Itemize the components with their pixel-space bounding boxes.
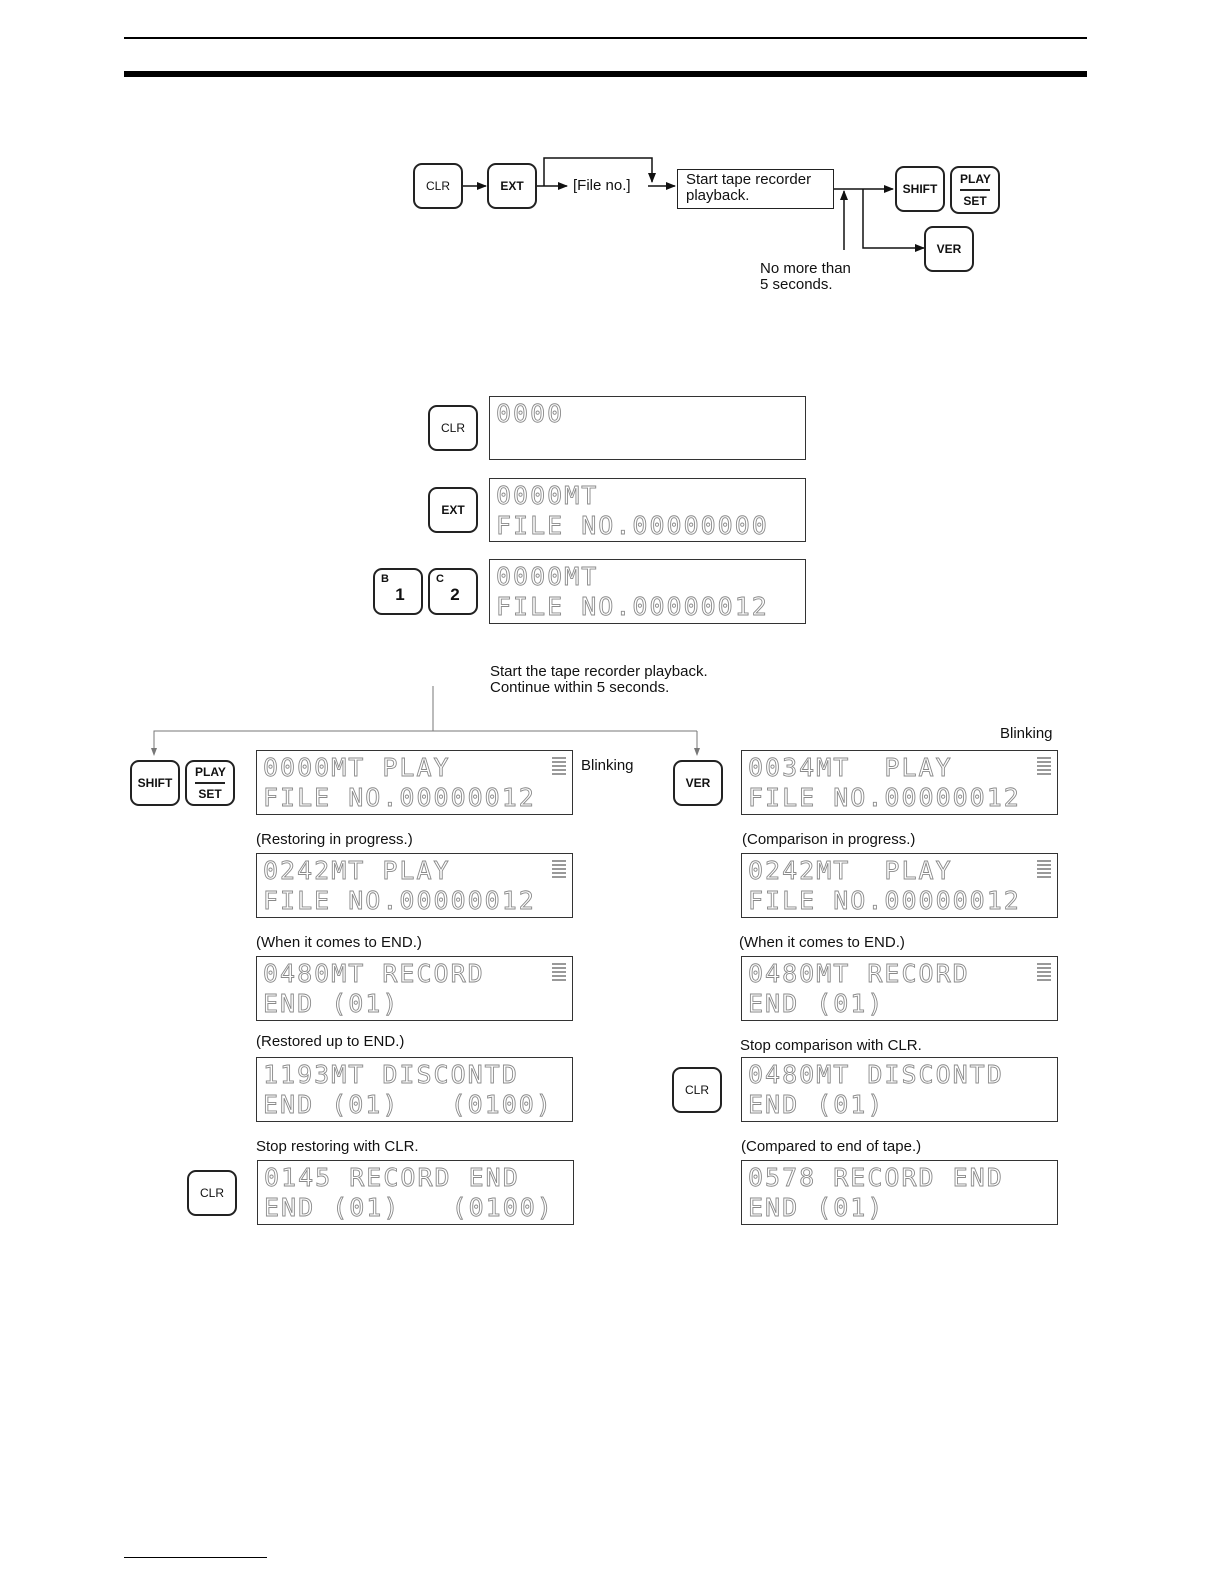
- left-lcd-2: 0242MT PLAY FILE NO.00000012: [256, 853, 573, 918]
- blinking-cursor-icon: [552, 860, 566, 880]
- left-lcd-1: 0000MT PLAY FILE NO.00000012: [256, 750, 573, 815]
- lcd-text: 0000MT PLAY FILE NO.00000012: [263, 753, 536, 813]
- flow-shift-key[interactable]: SHIFT: [895, 166, 945, 212]
- right-ver-key[interactable]: VER: [673, 760, 723, 806]
- seq-lcd-2: 0000MT FILE NO.00000000: [489, 478, 806, 542]
- play-label: PLAY: [960, 172, 991, 191]
- left-lcd-5: 0145 RECORD END END (01) (0100): [257, 1160, 574, 1225]
- left-lcd-3: 0480MT RECORD END (01): [256, 956, 573, 1021]
- seq-lcd-1: 0000: [489, 396, 806, 460]
- header-thick-rule: [124, 71, 1087, 77]
- seq-lcd-3: 0000MT FILE NO.00000012: [489, 559, 806, 624]
- seq-key-2[interactable]: C 2: [428, 568, 478, 615]
- right-lcd-5: 0578 RECORD END END (01): [741, 1160, 1058, 1225]
- lcd-text: 0034MT PLAY FILE NO.00000012: [748, 753, 1021, 813]
- right-note-4: (Compared to end of tape.): [741, 1138, 922, 1155]
- right-lcd-1: 0034MT PLAY FILE NO.00000012: [741, 750, 1058, 815]
- blinking-cursor-icon: [552, 963, 566, 983]
- left-note-4: Stop restoring with CLR.: [256, 1138, 419, 1155]
- left-note-2: (When it comes to END.): [256, 934, 422, 951]
- key-1-label: 1: [395, 584, 405, 604]
- left-play-set-key[interactable]: PLAY SET: [185, 760, 235, 806]
- seq-start-note: Start the tape recorder playback. Contin…: [490, 663, 708, 696]
- flow-timing-note: No more than 5 seconds.: [760, 260, 851, 293]
- blinking-cursor-icon: [1037, 757, 1051, 777]
- flow-ver-key[interactable]: VER: [924, 226, 974, 272]
- footer-rule: [124, 1557, 267, 1558]
- flow-play-set-key[interactable]: PLAY SET: [950, 166, 1000, 214]
- right-clr-key[interactable]: CLR: [672, 1067, 722, 1113]
- right-note-2: (When it comes to END.): [739, 934, 905, 951]
- key-2-sup: C: [436, 573, 444, 585]
- right-lcd-3: 0480MT RECORD END (01): [741, 956, 1058, 1021]
- header-thin-rule: [124, 37, 1087, 39]
- seq-ext-key[interactable]: EXT: [428, 487, 478, 533]
- blinking-cursor-icon: [1037, 860, 1051, 880]
- key-1-sup: B: [381, 573, 389, 585]
- left-shift-key[interactable]: SHIFT: [130, 760, 180, 806]
- blinking-cursor-icon: [552, 757, 566, 777]
- left-clr-key[interactable]: CLR: [187, 1170, 237, 1216]
- flow-ext-key[interactable]: EXT: [487, 163, 537, 209]
- right-lcd-2: 0242MT PLAY FILE NO.00000012: [741, 853, 1058, 918]
- left-blinking-label: Blinking: [581, 757, 634, 774]
- flow-start-playback-box: Start tape recorder playback.: [677, 169, 834, 209]
- lcd-text: 0480MT RECORD END (01): [748, 959, 970, 1019]
- key-2-label: 2: [450, 584, 460, 604]
- right-lcd-4: 0480MT DISCONTD END (01): [741, 1057, 1058, 1122]
- right-note-3: Stop comparison with CLR.: [740, 1037, 922, 1054]
- left-note-3: (Restored up to END.): [256, 1033, 405, 1050]
- flow-clr-key[interactable]: CLR: [413, 163, 463, 209]
- seq-clr-key[interactable]: CLR: [428, 405, 478, 451]
- set-label: SET: [963, 194, 987, 208]
- lcd-text: 0242MT PLAY FILE NO.00000012: [263, 856, 536, 916]
- lcd-text: 0480MT RECORD END (01): [263, 959, 485, 1019]
- left-note-1: (Restoring in progress.): [256, 831, 413, 848]
- left-lcd-4: 1193MT DISCONTD END (01) (0100): [256, 1057, 573, 1122]
- play-label: PLAY: [195, 765, 226, 784]
- set-label: SET: [198, 787, 222, 801]
- right-note-1: (Comparison in progress.): [742, 831, 916, 848]
- seq-key-1[interactable]: B 1: [373, 568, 423, 615]
- lcd-text: 0242MT PLAY FILE NO.00000012: [748, 856, 1021, 916]
- flow-file-no-label: [File no.]: [573, 177, 631, 194]
- blinking-cursor-icon: [1037, 963, 1051, 983]
- right-blinking-label: Blinking: [1000, 725, 1053, 742]
